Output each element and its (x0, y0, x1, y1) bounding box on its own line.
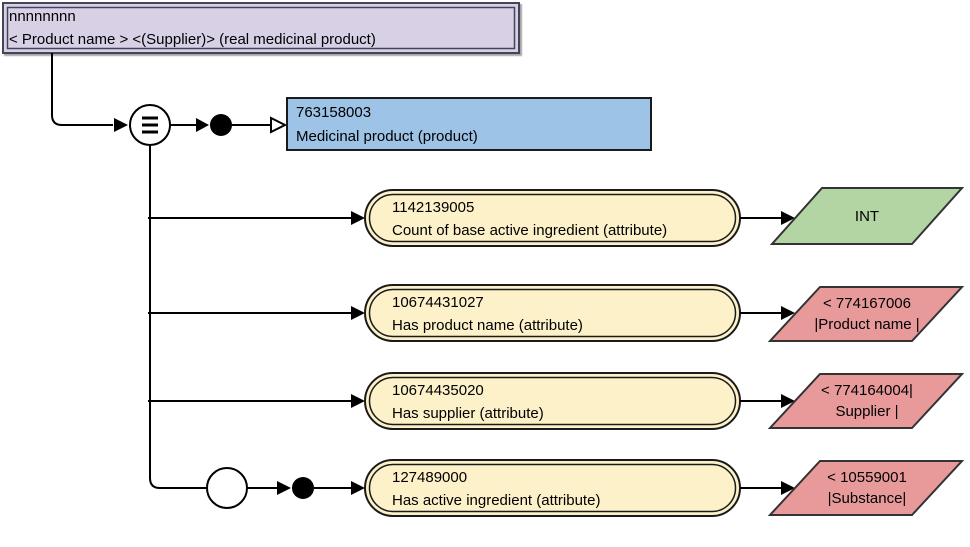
filled-arrowhead-icon (196, 118, 209, 132)
attribute-id: 10674435020 (392, 382, 484, 399)
attribute-trunk-line (149, 145, 161, 489)
attribute-term: Has supplier (attribute) (392, 405, 544, 422)
parent-concept-label: 763158003 Medicinal product (product) (296, 101, 646, 149)
parent-concept-id: 763158003 (296, 104, 372, 121)
conjunction-node (292, 477, 314, 499)
focus-concept-line2: < Product name > <(Supplier)> (real medi… (9, 31, 376, 48)
value-concept-box-4 (767, 460, 965, 516)
attribute-id: 127489000 (392, 469, 468, 486)
attribute-term: Has product name (attribute) (392, 317, 583, 334)
focus-concept-box (2, 2, 520, 54)
filled-arrowhead-icon (351, 306, 365, 320)
value-line1: < 10559001 (827, 469, 907, 486)
filled-arrowhead-icon (277, 481, 291, 495)
filled-arrowhead-icon (351, 211, 365, 225)
focus-concept-inner-border (6, 6, 516, 50)
focus-to-definition-connector (51, 53, 113, 126)
value-line1: < 774167006 (822, 295, 911, 312)
value-label-4: < 10559001 |Substance| (772, 461, 962, 515)
focus-concept-label: nnnnnnnn < Product name > <(Supplier)> (… (9, 5, 514, 51)
role-group-node (206, 467, 248, 509)
value-label-2: < 774167006 |Product name | (772, 287, 962, 341)
attribute-box-2-inner-border (368, 288, 737, 338)
attribute-id: 1142139005 (392, 199, 475, 216)
attribute-box-1-inner-border (368, 193, 737, 243)
value-line1: < 774164004| (821, 382, 913, 399)
filled-arrowhead-icon (781, 394, 795, 408)
value-line2: |Substance| (827, 490, 907, 507)
attribute-box-4-inner-border (368, 463, 737, 513)
value-line1: INT (854, 207, 880, 225)
value-line2: Supplier | (835, 403, 899, 420)
attribute-term: Has active ingredient (attribute) (392, 492, 601, 509)
value-datatype-box-1 (769, 187, 965, 245)
conjunction-node (210, 114, 232, 136)
attribute-box-3-inner-border (368, 376, 737, 426)
focus-concept-line1: nnnnnnnn (9, 8, 76, 25)
attribute-term: Count of base active ingredient (attribu… (392, 222, 668, 239)
filled-arrowhead-icon (781, 481, 795, 495)
attribute-label-3: 10674435020 Has supplier (attribute) (392, 379, 732, 425)
attribute-label-2: 10674431027 Has product name (attribute) (392, 291, 732, 337)
value-concept-box-3 (767, 373, 965, 429)
filled-arrowhead-icon (351, 481, 365, 495)
attribute-label-1: 1142139005 Count of base active ingredie… (392, 196, 732, 242)
filled-arrowhead-icon (351, 394, 365, 408)
value-label-1: INT (772, 188, 962, 244)
definition-status-equivalent-icon (129, 104, 171, 146)
attribute-label-4: 127489000 Has active ingredient (attribu… (392, 466, 732, 512)
value-line2: |Product name | (814, 316, 920, 333)
filled-arrowhead-icon (114, 118, 128, 132)
value-label-3: < 774164004| Supplier | (772, 374, 962, 428)
isa-open-arrowhead-icon (270, 116, 288, 134)
parent-concept-box (286, 97, 652, 151)
attribute-id: 10674431027 (392, 294, 484, 311)
filled-arrowhead-icon (781, 306, 795, 320)
parent-concept-term: Medicinal product (product) (296, 128, 478, 145)
value-concept-box-2 (767, 286, 965, 342)
focus-concept-outer-border (2, 2, 520, 54)
filled-arrowhead-icon (781, 211, 795, 225)
